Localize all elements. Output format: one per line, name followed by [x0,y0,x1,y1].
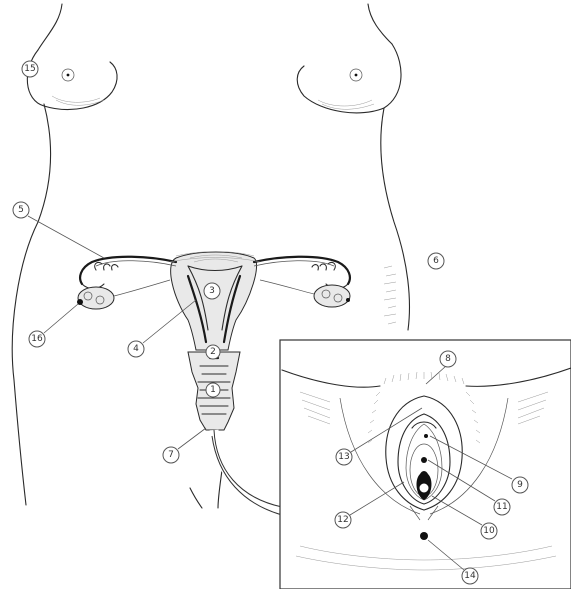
uterus [171,252,257,350]
callout-9-label: 9 [517,480,523,490]
callout-2: 2 [206,345,220,359]
callout-5: 5 [13,202,29,218]
callout-7: 7 [163,447,179,463]
callout-15: 15 [22,61,38,77]
right-breast [297,44,401,113]
callout-4-label: 4 [133,344,139,354]
callout-12-label: 12 [337,515,348,525]
callout-10-label: 10 [483,526,495,536]
callout-8: 8 [440,351,456,367]
callout-13: 13 [336,449,352,465]
callout-3-label: 3 [209,286,215,296]
callout-9: 9 [512,477,528,493]
callout-13-label: 13 [338,452,349,462]
callout-1: 1 [206,383,220,397]
right-fallopian-tube [254,257,350,289]
callout-4: 4 [128,341,144,357]
callout-15-label: 15 [24,64,35,74]
callout-16-label: 16 [31,334,43,344]
callout-8-label: 8 [445,354,451,364]
callout-5-label: 5 [18,205,24,215]
callout-14: 14 [462,568,478,584]
callout-7-label: 7 [168,450,174,460]
callout-16: 16 [29,331,45,347]
right-ovary [260,280,350,307]
left-ovary [77,280,170,309]
callout-3: 3 [204,283,220,299]
callout-11-label: 11 [496,502,507,512]
vulva-inset [280,340,571,589]
callout-12: 12 [335,512,351,528]
callout-1-label: 1 [210,385,216,395]
callout-10: 10 [481,523,497,539]
left-breast [27,50,117,110]
callout-6: 6 [428,253,444,269]
callout-14-label: 14 [464,571,476,581]
left-fallopian-tube [80,257,176,289]
callout-6-label: 6 [433,256,439,266]
hip-hatching [384,266,396,324]
callout-2-label: 2 [210,347,216,357]
callout-11: 11 [494,499,510,515]
